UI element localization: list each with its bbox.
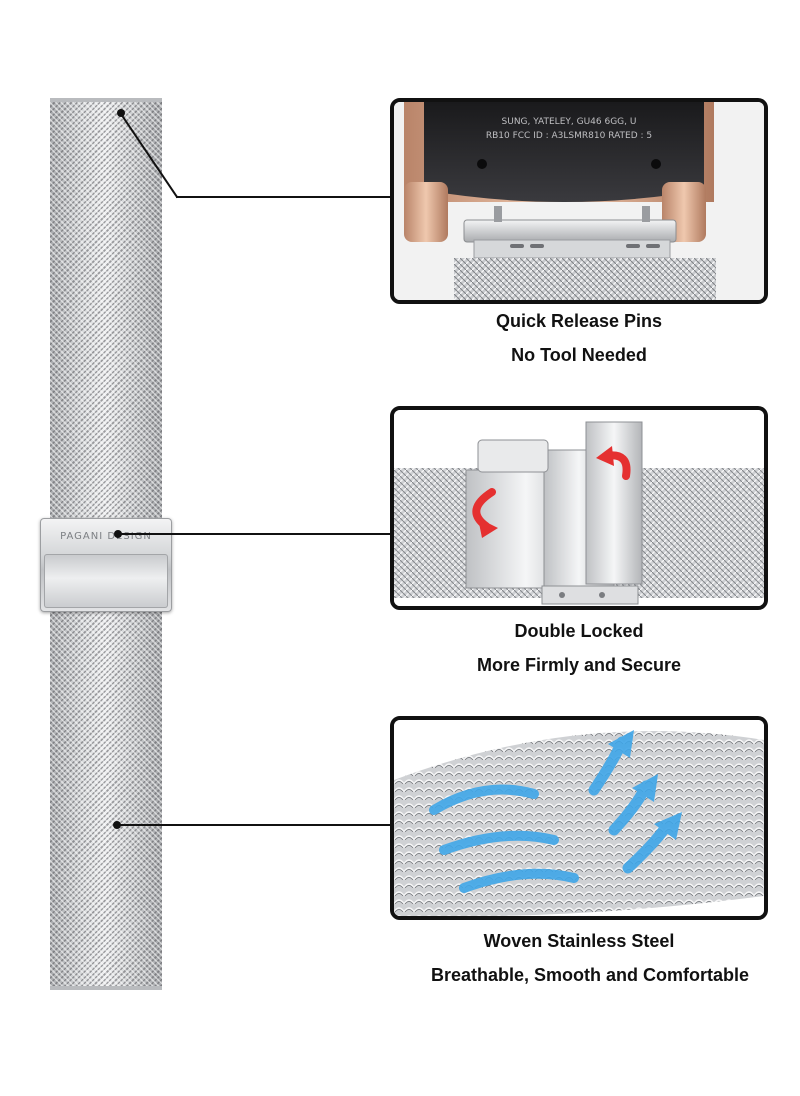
- leader-line-mesh: [117, 824, 390, 826]
- airflow-arrow-icon: [459, 812, 682, 893]
- clasp-brand-text: PAGANI DESIGN: [60, 531, 152, 542]
- leader-line-clasp: [118, 533, 390, 535]
- clasp-lower-plate: [44, 554, 168, 608]
- pointer-dot-pins: [117, 109, 125, 117]
- feature-panel-woven-steel: [390, 716, 768, 920]
- feature-subtitle-quick-release: No Tool Needed: [511, 345, 647, 365]
- leader-line-pins: [176, 196, 390, 198]
- feature-subtitle-woven-steel: Breathable, Smooth and Comfortable: [430, 965, 750, 985]
- strap-clasp: PAGANI DESIGN: [40, 518, 172, 612]
- feature-subtitle-double-locked: More Firmly and Secure: [476, 655, 682, 675]
- feature-panel-quick-release: SUNG, YATELEY, GU46 6GG, U RB10 FCC ID :…: [390, 98, 768, 304]
- case-back-text-line1: SUNG, YATELEY, GU46 6GG, U: [502, 117, 637, 127]
- feature-panel-double-locked: [390, 406, 768, 610]
- feature-title-woven-steel: Woven Stainless Steel: [483, 931, 675, 951]
- curved-arrow-icon: [596, 446, 631, 480]
- curved-arrow-icon: [472, 488, 498, 538]
- feature-title-double-locked: Double Locked: [514, 621, 644, 641]
- airflow-arrow-icon: [429, 730, 634, 815]
- feature-title-quick-release: Quick Release Pins: [495, 311, 663, 331]
- case-back-text-line2: RB10 FCC ID : A3LSMR810 RATED : 5: [486, 131, 652, 141]
- airflow-arrow-icon: [439, 774, 658, 855]
